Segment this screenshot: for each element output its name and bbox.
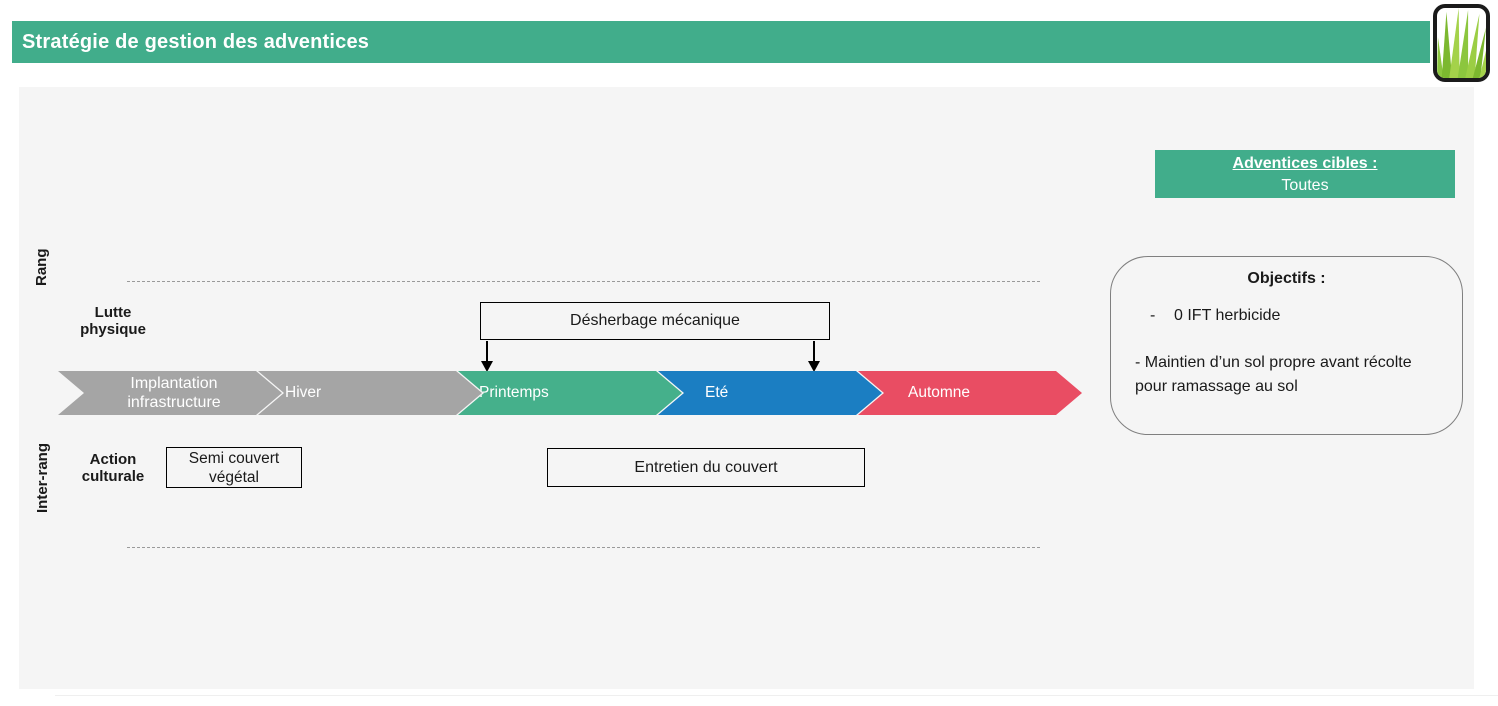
phase-label: Eté (705, 384, 729, 401)
label-action-culturale: Action culturale (81, 451, 145, 485)
header-bar: Stratégie de gestion des adventices (12, 21, 1430, 63)
phase-label: Implantation infrastructure (127, 375, 221, 411)
divider-inter-rang (127, 547, 1040, 548)
objective-text: 0 IFT herbicide (1174, 307, 1281, 324)
timeline-phase-ete: Eté (658, 371, 882, 415)
bullet-dash: - (1150, 307, 1156, 324)
timeline-phase-hiver: Hiver (258, 371, 482, 415)
phase-label: Hiver (285, 384, 322, 401)
grass-logo-icon (1433, 4, 1490, 82)
objective-item: - Maintien d’un sol propre avant récolte… (1135, 354, 1412, 395)
timeline-phase-automne: Automne (858, 371, 1082, 415)
content-panel: Rang Inter-rang Lutte physique Action cu… (19, 87, 1474, 689)
page-title: Stratégie de gestion des adventices (22, 30, 370, 53)
adventices-cibles-value: Toutes (1281, 177, 1329, 194)
entretien-couvert-box: Entretien du couvert (547, 448, 865, 487)
row-label-inter-rang: Inter-rang (34, 443, 51, 514)
row-label-rang: Rang (33, 248, 50, 286)
phase-label: Printemps (479, 384, 549, 401)
timeline-phase-printemps: Printemps (458, 371, 682, 415)
adventices-cibles-title: Adventices cibles : (1232, 155, 1378, 172)
slide-bottom-edge (55, 695, 1498, 696)
desherbage-mecanique-box: Désherbage mécanique (480, 302, 830, 340)
arrow-down-icon (480, 341, 494, 372)
objectives-box: Objectifs : - 0 IFT herbicide - Maintien … (1110, 256, 1463, 435)
semi-couvert-box: Semi couvert végétal (166, 447, 302, 488)
objectives-title: Objectifs : (1247, 270, 1326, 287)
grass-icon (1437, 8, 1486, 78)
objective-item: - 0 IFT herbicide (1150, 307, 1462, 325)
arrow-down-icon (807, 341, 821, 372)
adventices-cibles-box: Adventices cibles : Toutes (1155, 150, 1455, 198)
divider-rang (127, 281, 1040, 282)
timeline-phase-implantation: Implantation infrastructure (58, 371, 282, 415)
phase-label: Automne (908, 384, 971, 401)
label-lutte-physique: Lutte physique (80, 304, 146, 338)
